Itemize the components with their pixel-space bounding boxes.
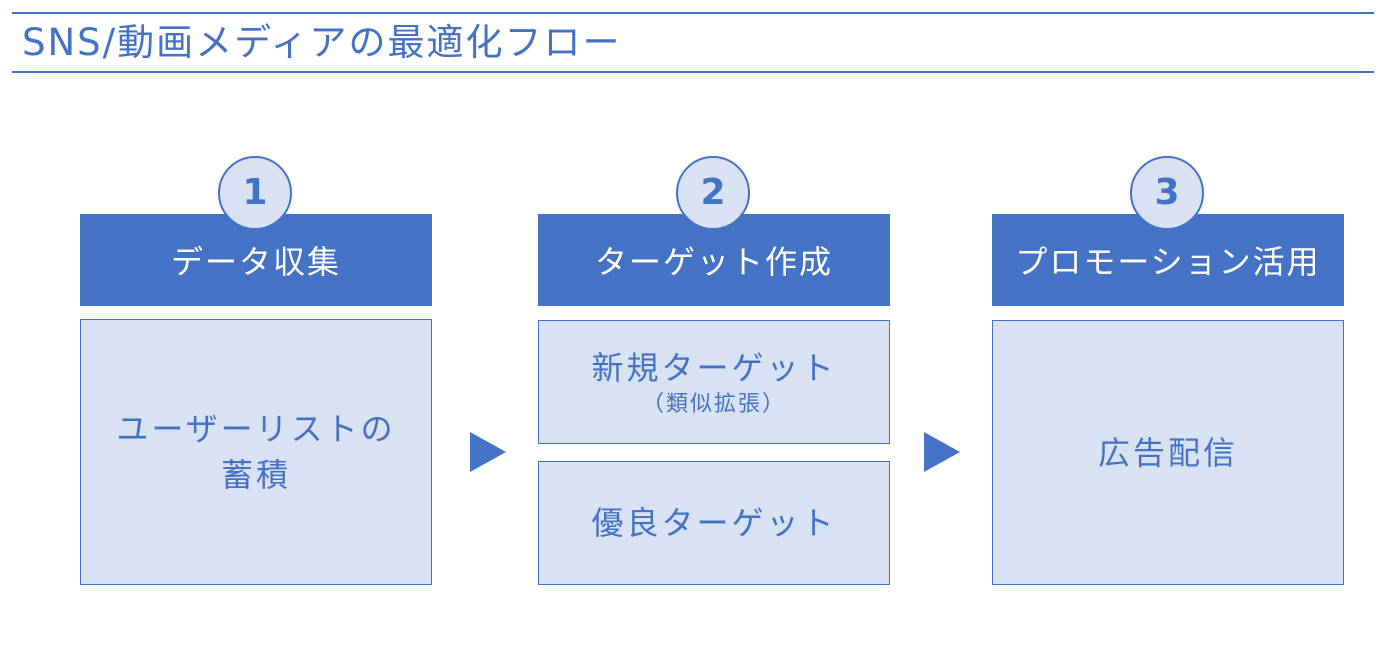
box-text-main: 新規ターゲット [591, 349, 837, 387]
step-box: 広告配信 [992, 320, 1344, 585]
arrow-right-icon [924, 432, 960, 472]
step-number-badge: 2 [676, 156, 750, 230]
step-box: 優良ターゲット [538, 461, 890, 585]
box-text-main: 優良ターゲット [591, 504, 837, 542]
step-header: ターゲット作成 [538, 214, 890, 306]
box-text-line: ユーザーリストの [116, 410, 396, 448]
arrow-right-icon [470, 432, 506, 472]
box-text-main: 広告配信 [1097, 433, 1238, 472]
step-number-badge: 3 [1130, 156, 1204, 230]
step-1: 1 データ収集 ユーザーリストの 蓄積 [80, 156, 432, 586]
box-text-line: 蓄積 [220, 456, 291, 494]
step-box: ユーザーリストの 蓄積 [80, 319, 432, 585]
title-rule-top [12, 12, 1374, 14]
page-title: SNS/動画メディアの最適化フロー [22, 21, 622, 64]
step-box: 新規ターゲット （類似拡張） [538, 320, 890, 444]
step-3: 3 プロモーション活用 広告配信 [992, 156, 1344, 586]
step-2: 2 ターゲット作成 新規ターゲット （類似拡張） 優良ターゲット [538, 156, 890, 586]
step-number-badge: 1 [218, 156, 292, 230]
title-rule-bottom [12, 71, 1374, 73]
box-text-sub: （類似拡張） [641, 392, 786, 417]
